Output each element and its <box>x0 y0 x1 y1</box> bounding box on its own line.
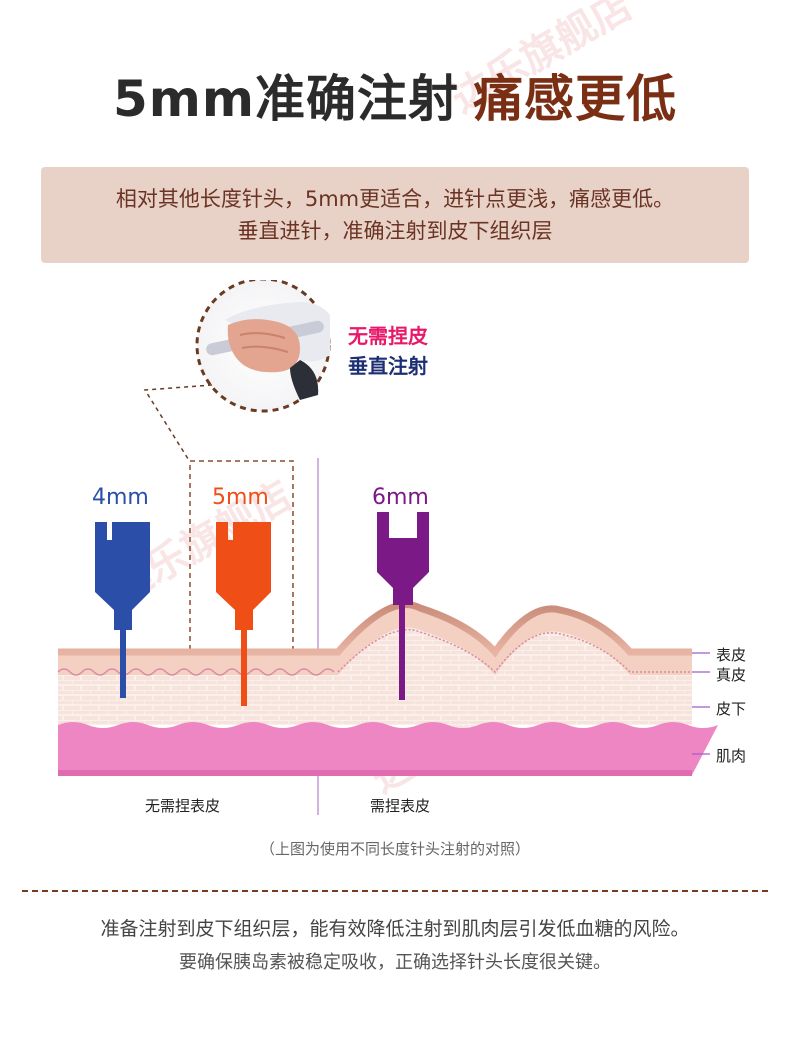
diagram-svg <box>57 277 718 815</box>
diagram-caption: （上图为使用不同长度针头注射的对照） <box>259 840 530 858</box>
hand-pen-illustration <box>206 302 330 400</box>
needle-label-5mm: 5mm <box>212 485 269 510</box>
footer-line-2: 要确保胰岛素被稳定吸收，正确选择针头长度很关键。 <box>179 952 611 973</box>
needle-label-4mm: 4mm <box>92 485 149 510</box>
needle-label-6mm: 6mm <box>372 485 429 510</box>
skin-cross-section <box>57 601 718 776</box>
needle-4mm <box>95 522 150 698</box>
needle-6mm-window <box>389 512 417 538</box>
injection-diagram: 无需捏皮 垂直注射 4mm 5mm 6mm 表皮 真皮 皮下 肌肉 无需捏表皮 … <box>0 277 790 840</box>
callout-no-pinch: 无需捏皮 <box>348 324 428 348</box>
footer-text: 准备注射到皮下组织层，能有效降低注射到肌肉层引发低血糖的风险。 要确保胰岛素被稳… <box>0 912 790 980</box>
intro-box: 相对其他长度针头，5mm更适合，进针点更浅，痛感更低。 垂直进针，准确注射到皮下… <box>41 167 749 263</box>
footer-line-1: 准备注射到皮下组织层，能有效降低注射到肌肉层引发低血糖的风险。 <box>100 918 690 940</box>
layer-markers <box>692 652 710 755</box>
intro-line-2: 垂直进针，准确注射到皮下组织层 <box>237 219 553 243</box>
callout-leader <box>143 384 213 463</box>
layer-muscle: 肌肉 <box>716 747 747 765</box>
title-accent: 痛感更低 <box>473 70 677 128</box>
layer-dermis: 真皮 <box>716 666 747 684</box>
needle-5mm <box>216 522 271 706</box>
group-left-label: 无需捏表皮 <box>145 797 221 815</box>
group-right-label: 需捏表皮 <box>370 797 431 815</box>
page-title: 5mm准确注射痛感更低 <box>0 62 790 136</box>
intro-line-1: 相对其他长度针头，5mm更适合，进针点更浅，痛感更低。 <box>115 187 675 211</box>
title-main: 5mm准确注射 <box>113 70 459 128</box>
section-divider <box>22 890 768 892</box>
layer-subcutaneous: 皮下 <box>716 700 747 718</box>
layer-epidermis: 表皮 <box>716 646 747 664</box>
callout-vertical: 垂直注射 <box>348 354 428 378</box>
